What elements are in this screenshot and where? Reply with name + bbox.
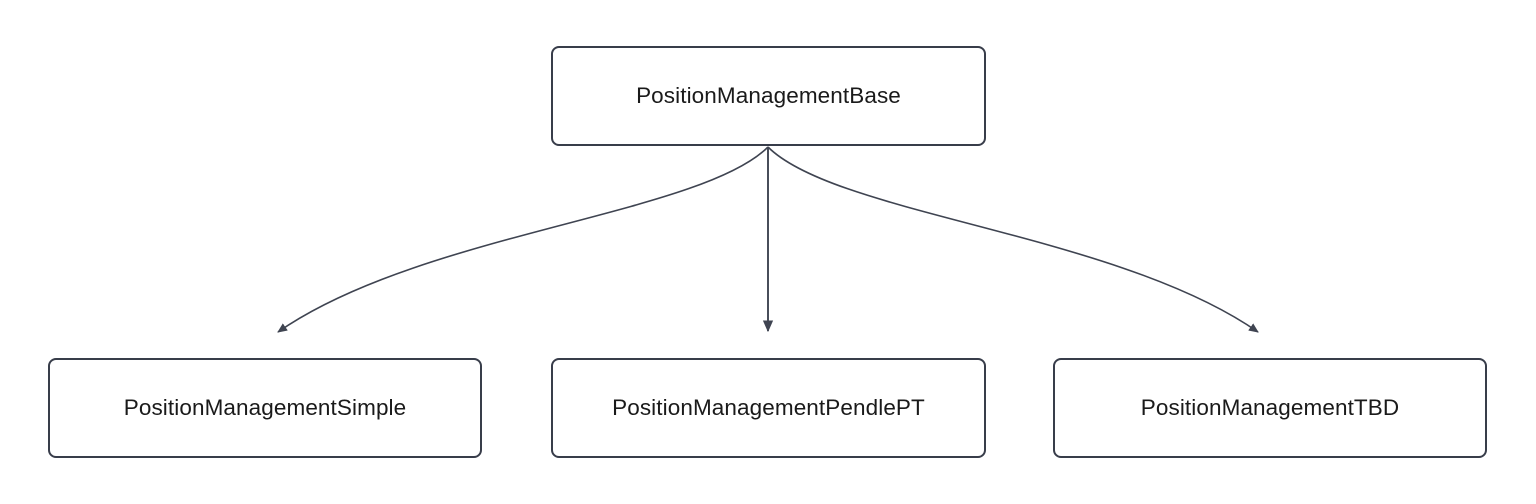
node-position-management-simple[interactable]: PositionManagementSimple	[48, 358, 482, 458]
node-label: PositionManagementBase	[636, 82, 901, 108]
edge-base-to-tbd	[767, 146, 1259, 333]
node-label: PositionManagementPendlePT	[612, 394, 925, 420]
node-label: PositionManagementSimple	[123, 394, 407, 420]
node-label: PositionManagementTBD	[1140, 394, 1400, 420]
node-position-management-base[interactable]: PositionManagementBase	[551, 46, 986, 146]
edge-base-to-simple	[277, 146, 769, 333]
node-position-management-tbd[interactable]: PositionManagementTBD	[1053, 358, 1487, 458]
node-position-management-pendlept[interactable]: PositionManagementPendlePT	[551, 358, 986, 458]
